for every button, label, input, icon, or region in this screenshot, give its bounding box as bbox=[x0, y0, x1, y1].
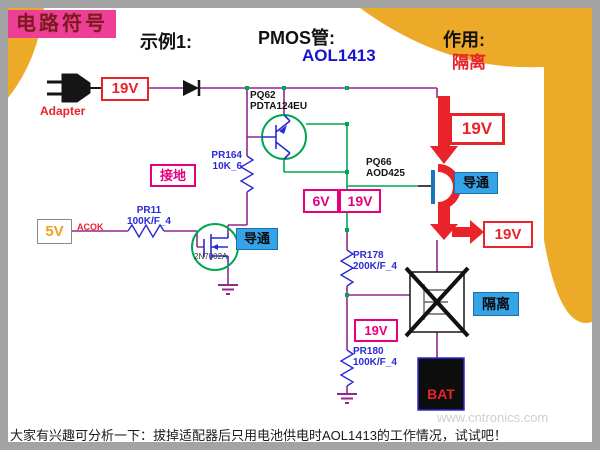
function-value: 隔离 bbox=[452, 53, 486, 72]
isolation-cross-icon bbox=[404, 266, 470, 338]
acok-label: ACOK bbox=[77, 222, 104, 232]
pr11-refdes: PR11 bbox=[136, 205, 162, 216]
battery-label: BAT bbox=[427, 386, 455, 402]
pr180-ref: PR180 100K/F_4 bbox=[353, 346, 397, 368]
pq66-partno: AOD425 bbox=[366, 168, 405, 179]
junction-dots bbox=[245, 86, 349, 297]
pr178-value: 200K/F_4 bbox=[353, 261, 397, 272]
resistor-pr164-icon bbox=[239, 155, 255, 193]
voltage-badge-19v-lower: 19V bbox=[354, 319, 398, 342]
pmos-part-number: AOL1413 bbox=[302, 46, 376, 65]
wire-green bbox=[283, 123, 418, 230]
pq62-refdes: PQ62 bbox=[250, 90, 276, 101]
pr180-value: 100K/F_4 bbox=[353, 357, 397, 368]
voltage-badge-19v-right-lower: 19V bbox=[483, 221, 533, 248]
pmos-label: PMOS管: bbox=[258, 28, 336, 48]
battery-icon bbox=[417, 357, 465, 411]
pr178-ref: PR178 200K/F_4 bbox=[353, 250, 397, 272]
caption-text: 大家有兴趣可分析一下：拔掉适配器后只用电池供电时AOL1413的工作情况，试试吧… bbox=[10, 428, 507, 443]
pq62-partno: PDTA124EU bbox=[250, 101, 308, 112]
voltage-badge-19v-top: 19V bbox=[101, 77, 149, 101]
pq62-ref: PQ62 PDTA124EU bbox=[250, 90, 307, 112]
page-title: 电路符号 bbox=[8, 10, 116, 38]
function-label: 作用: bbox=[443, 30, 485, 50]
pq62-transistor-icon bbox=[261, 114, 307, 160]
voltage-badge-5v: 5V bbox=[37, 219, 72, 244]
conducting-badge-left: 导通 bbox=[236, 228, 278, 250]
adapter-label: Adapter bbox=[40, 104, 86, 118]
circuit-diagram bbox=[47, 73, 484, 411]
q1-partno: 2N7002A bbox=[194, 252, 228, 261]
isolation-badge: 隔离 bbox=[473, 292, 519, 316]
current-arrow-icons bbox=[430, 96, 484, 244]
pr11-ref: PR11 100K/F_4 bbox=[122, 205, 176, 227]
pr180-refdes: PR180 bbox=[353, 346, 384, 357]
pr178-refdes: PR178 bbox=[353, 250, 384, 261]
voltage-badge-19v-mid: 19V bbox=[339, 189, 381, 213]
pq66-ref: PQ66 AOD425 bbox=[366, 157, 405, 179]
resistor-pr11-icon bbox=[127, 223, 165, 239]
resistor-pr180-icon bbox=[339, 349, 355, 387]
diode-icon bbox=[183, 80, 201, 96]
ground-icons bbox=[218, 284, 357, 404]
voltage-badge-19v-right-upper: 19V bbox=[449, 113, 505, 145]
gold-decoration-shapes bbox=[8, 8, 592, 323]
pr11-value: 100K/F_4 bbox=[127, 216, 171, 227]
pr164-ref: PR164 10K_6 bbox=[198, 150, 242, 172]
voltage-badge-6v: 6V bbox=[303, 189, 339, 213]
grounded-badge: 接地 bbox=[150, 164, 196, 187]
conducting-badge-right: 导通 bbox=[454, 172, 498, 194]
pr164-refdes: PR164 bbox=[211, 150, 242, 161]
pq66-refdes: PQ66 bbox=[366, 157, 392, 168]
adapter-plug-icon bbox=[47, 73, 102, 103]
example-label: 示例1: bbox=[140, 32, 193, 52]
pr164-value: 10K_6 bbox=[212, 161, 242, 172]
watermark: www.cntronics.com bbox=[437, 410, 549, 425]
resistor-pr178-icon bbox=[339, 249, 355, 287]
